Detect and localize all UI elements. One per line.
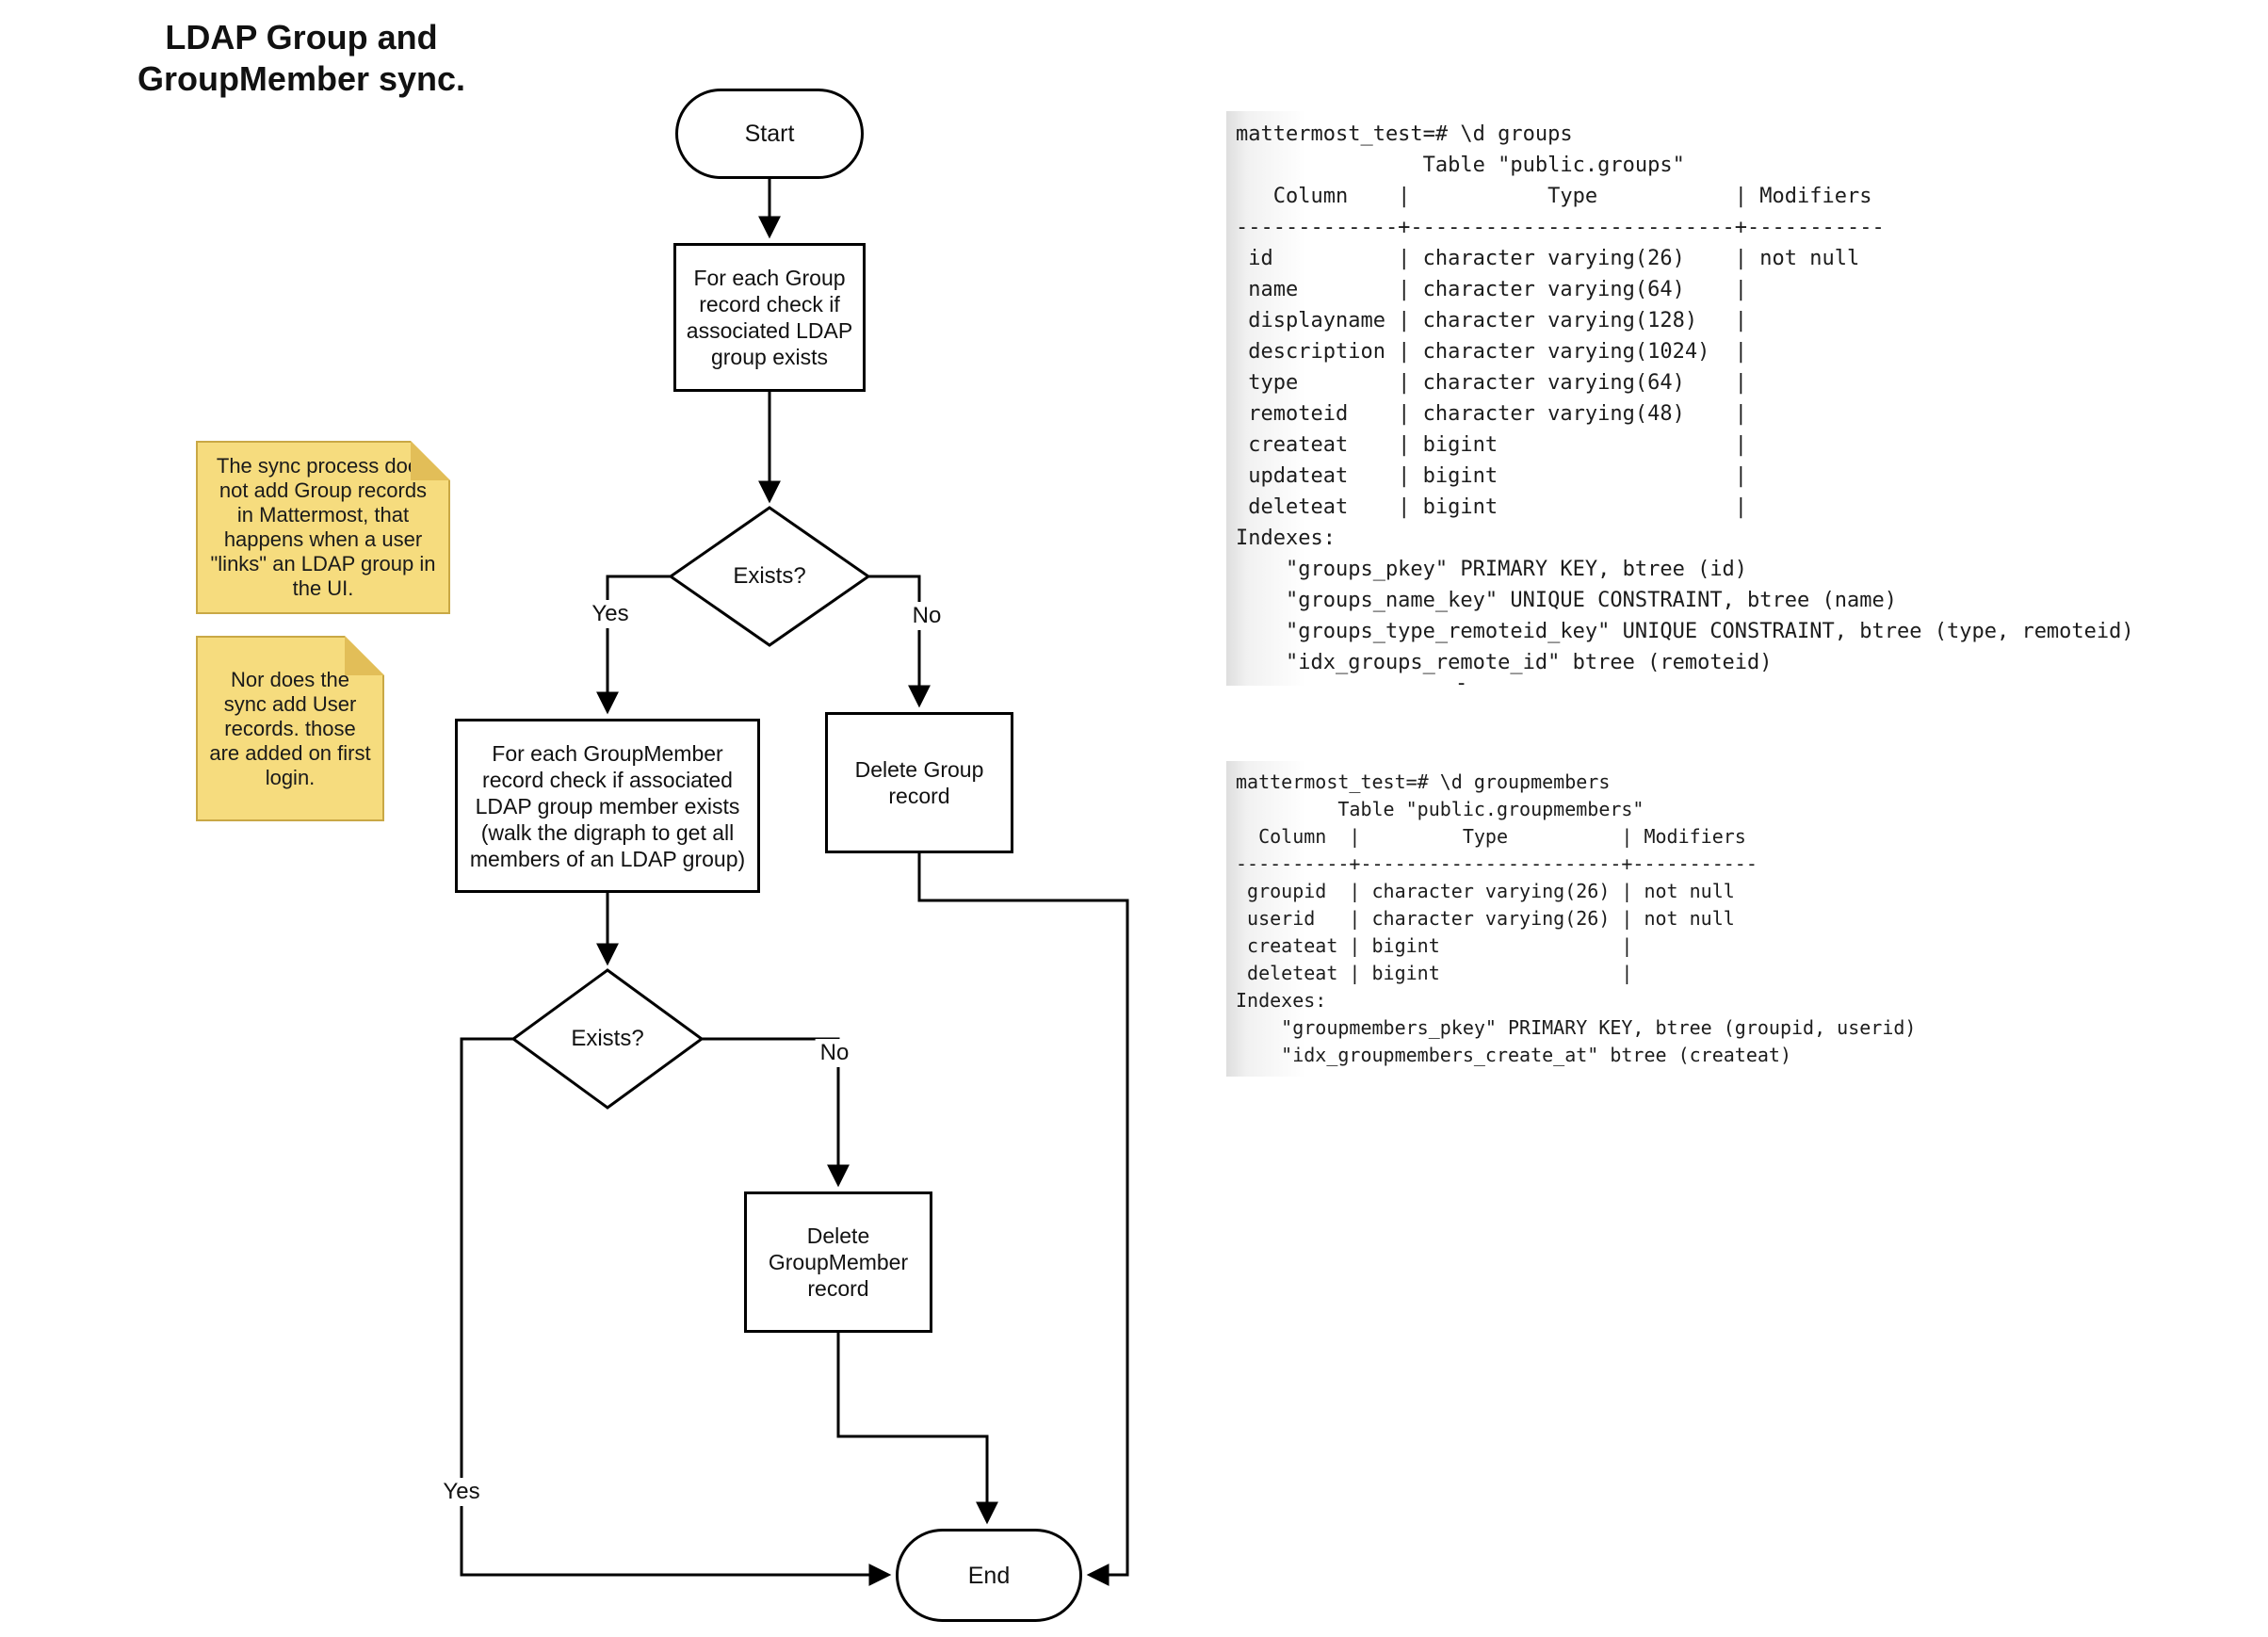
edge-exists1-no-to-delete-group <box>868 575 931 708</box>
delete-groupmember-process-node: Delete GroupMember record <box>744 1191 932 1333</box>
exists2-decision-label: Exists? <box>571 1026 644 1051</box>
page-title: LDAP Group and GroupMember sync. <box>122 17 480 100</box>
edge-exists2-yes-to-end <box>460 1037 892 1586</box>
edge-delete-member-to-end <box>836 1333 998 1525</box>
exists1-no-edge-label: No <box>907 602 947 630</box>
psql-groups-table-output: mattermost_test=# \d groups Table "publi… <box>1226 111 2144 686</box>
exists2-no-edge-label: No <box>815 1039 854 1067</box>
edge-delete-group-to-end <box>917 853 1129 1586</box>
page-title-line2: GroupMember sync. <box>137 59 466 98</box>
exists2-decision-diamond <box>510 968 705 1110</box>
exists1-decision-diamond <box>668 506 871 647</box>
psql-groupmembers-table-output: mattermost_test=# \d groupmembers Table … <box>1226 761 1926 1077</box>
sticky-note-group-sync: The sync process does not add Group reco… <box>196 441 450 614</box>
stray-dash-mark: - <box>1455 672 1468 695</box>
check-group-process-node: For each Group record check if associate… <box>673 243 866 392</box>
exists1-yes-edge-label: Yes <box>587 600 634 628</box>
check-groupmember-process-node: For each GroupMember record check if ass… <box>455 719 760 893</box>
sticky-note-text: The sync process does not add Group reco… <box>210 454 436 600</box>
exists1-decision-label: Exists? <box>733 563 806 589</box>
page-title-line1: LDAP Group and <box>165 18 438 57</box>
exists2-yes-edge-label: Yes <box>438 1478 485 1506</box>
edge-exists1-yes-to-check-member <box>596 575 671 715</box>
sticky-note-text: Nor does the sync add User records. thos… <box>209 667 371 789</box>
end-node: End <box>896 1529 1082 1622</box>
delete-group-process-node: Delete Group record <box>825 712 1013 853</box>
start-node: Start <box>675 89 864 179</box>
sticky-note-user-records: Nor does the sync add User records. thos… <box>196 636 384 821</box>
